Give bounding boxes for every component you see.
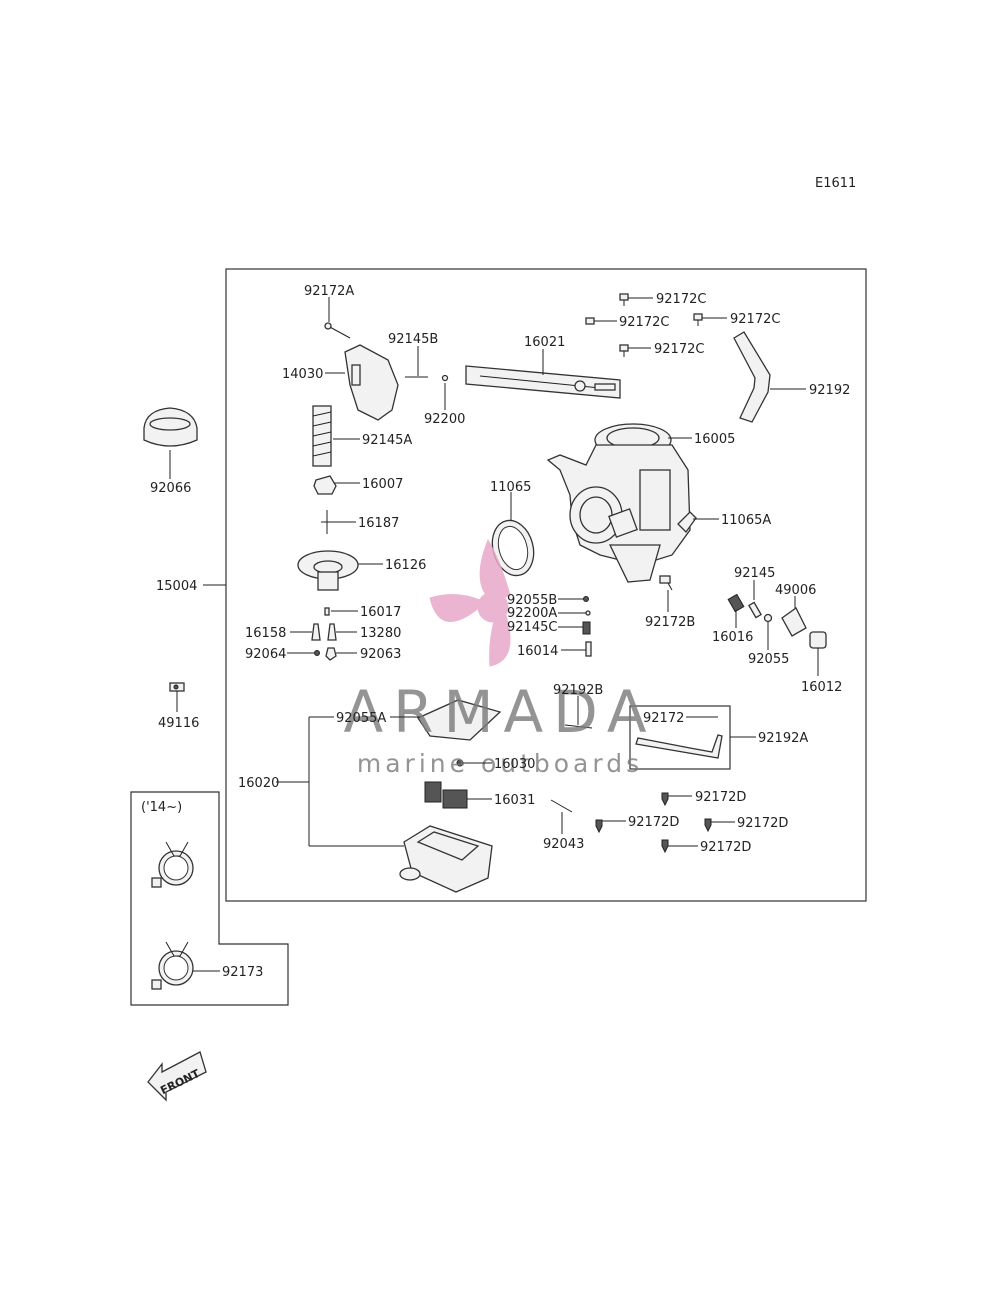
small-parts-right-drawing	[727, 593, 827, 649]
inset-frame	[130, 791, 289, 1006]
label-92063: 92063	[360, 647, 401, 662]
rod-92192b-drawing	[564, 724, 593, 729]
label-92192b: 92192B	[553, 683, 603, 698]
washer-92200-drawing	[441, 374, 449, 382]
diaphragm-16126-drawing	[297, 550, 359, 591]
label-16126: 16126	[385, 558, 426, 573]
label-16187: 16187	[358, 516, 399, 531]
label-92172d-3: 92172D	[737, 816, 788, 831]
float-chamber-16020-drawing	[399, 825, 493, 893]
label-16031: 16031	[494, 793, 535, 808]
gasket-11065-drawing	[491, 519, 535, 577]
label-92055: 92055	[748, 652, 789, 667]
gasket-92055a-drawing	[417, 699, 502, 741]
label-92043: 92043	[543, 837, 584, 852]
label-92172d-2: 92172D	[628, 815, 679, 830]
hose-92192-drawing	[733, 331, 771, 423]
watermark-brand: ARMADA	[343, 678, 656, 746]
label-92172c-2: 92172C	[619, 315, 669, 330]
small-parts-left-drawing	[311, 607, 337, 661]
label-16158: 16158	[245, 626, 286, 641]
screw-92172b-drawing	[659, 575, 673, 591]
label-92055b: 92055B	[507, 593, 557, 608]
label-92172c-3: 92172C	[730, 312, 780, 327]
jets-column-drawing	[582, 596, 592, 657]
spring-92145b-drawing	[405, 353, 428, 378]
label-13280: 13280	[360, 626, 401, 641]
front-arrow-icon: FRONT	[147, 1051, 207, 1102]
label-49006: 49006	[775, 583, 816, 598]
label-16030: 16030	[494, 757, 535, 772]
label-92200a: 92200A	[507, 606, 557, 621]
label-11065a: 11065A	[721, 513, 771, 528]
fitting-49116-drawing	[169, 682, 185, 692]
fitting-11065a-drawing	[677, 511, 697, 534]
watermark-tagline: marine outboards	[357, 749, 643, 778]
label-49116: 49116	[158, 716, 199, 731]
screws-92172d-drawing	[595, 792, 712, 854]
label-92145b: 92145B	[388, 332, 438, 347]
label-92200: 92200	[424, 412, 465, 427]
watermark-logo	[429, 538, 511, 667]
label-92055a: 92055A	[336, 711, 386, 726]
label-14030: 14030	[282, 367, 323, 382]
screws-92172c-drawing	[585, 293, 703, 357]
label-92172: 92172	[643, 711, 684, 726]
clamps-92173-drawing	[151, 841, 194, 990]
label-15004: 15004	[156, 579, 197, 594]
label-16016: 16016	[712, 630, 753, 645]
label-16020: 16020	[238, 776, 279, 791]
float-16031-drawing	[424, 781, 468, 809]
label-11065: 11065	[490, 480, 531, 495]
label-group-14: ('14~)	[141, 800, 182, 815]
label-92192a: 92192A	[758, 731, 808, 746]
cover-14030-drawing	[344, 344, 399, 421]
label-16007: 16007	[362, 477, 403, 492]
label-16005: 16005	[694, 432, 735, 447]
plate-16021-drawing	[465, 365, 621, 399]
leader-lines	[169, 297, 819, 972]
label-16014: 16014	[517, 644, 558, 659]
label-92172c-4: 92172C	[654, 342, 704, 357]
pin-92043-drawing	[550, 799, 573, 813]
label-92172a: 92172A	[304, 284, 354, 299]
carburetor-body-16005-drawing	[546, 423, 691, 583]
label-16012: 16012	[801, 680, 842, 695]
part-labels: 92172A 92145B 14030 92200 16021 92172C 9…	[141, 284, 850, 980]
label-16017: 16017	[360, 605, 401, 620]
label-92172d-4: 92172D	[700, 840, 751, 855]
label-92145: 92145	[734, 566, 775, 581]
holder-16007-drawing	[313, 475, 337, 495]
label-92192: 92192	[809, 383, 850, 398]
label-92145a: 92145A	[362, 433, 412, 448]
label-92172b: 92172B	[645, 615, 695, 630]
cap-92066-drawing	[143, 407, 198, 447]
label-92064: 92064	[245, 647, 286, 662]
label-16021: 16021	[524, 335, 565, 350]
label-92172d-1: 92172D	[695, 790, 746, 805]
label-92145c: 92145C	[507, 620, 557, 635]
label-92172c-1: 92172C	[656, 292, 706, 307]
label-92066: 92066	[150, 481, 191, 496]
diagram-code: E1611	[815, 176, 856, 191]
label-92173: 92173	[222, 965, 263, 980]
spring-92145a-drawing	[312, 405, 332, 467]
screw-92172a-drawing	[324, 322, 351, 339]
